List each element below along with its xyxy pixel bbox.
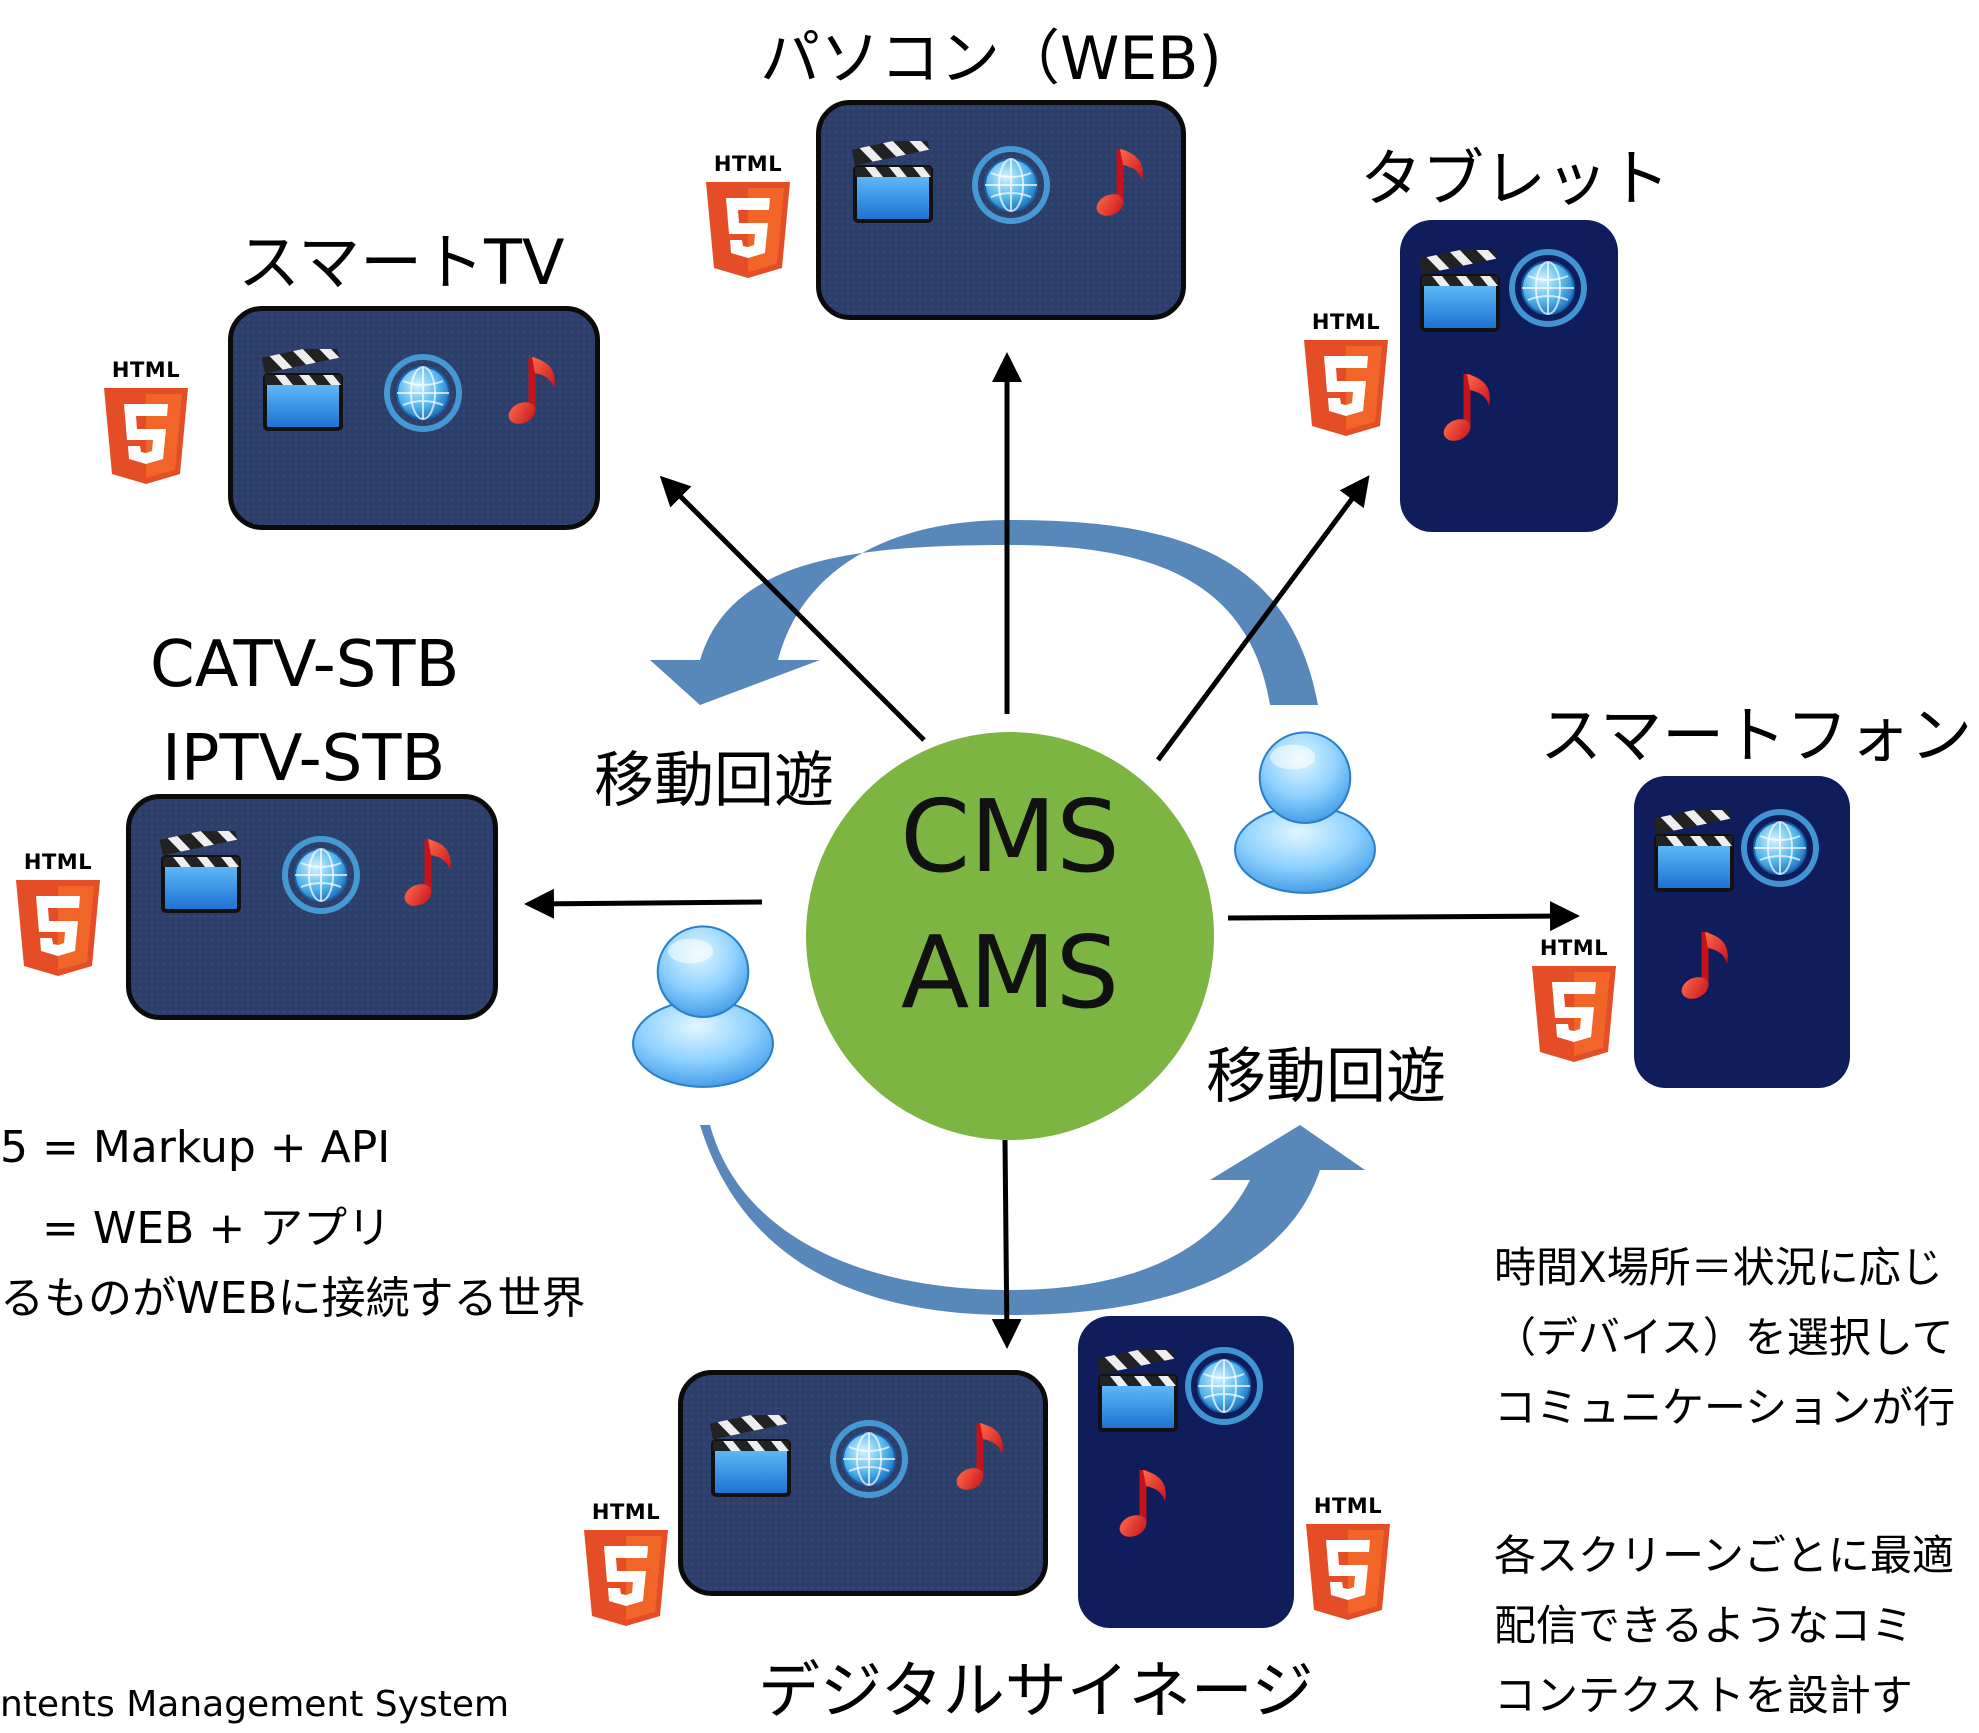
- label-catv-stb: CATV-STB: [150, 628, 460, 702]
- label-signage: デジタルサイネージ: [758, 1654, 1314, 1727]
- globe-sync-icon: [1740, 808, 1820, 888]
- arrow-to-stb: [524, 888, 763, 919]
- pc-screen: [816, 100, 1186, 320]
- stb-screen: [126, 794, 498, 1020]
- html5-logo-icon: HTML: [1528, 936, 1620, 1072]
- context-note-line1: 時間X場所＝状況に応じ: [1494, 1243, 1943, 1292]
- film-clapper-icon: [1418, 250, 1500, 332]
- label-tablet: タブレット: [1360, 142, 1671, 215]
- music-note-icon: [501, 349, 563, 429]
- signage-screen-portrait: [1078, 1316, 1294, 1628]
- film-clapper-icon: [261, 349, 343, 431]
- arrow-to-smartphone: [1227, 901, 1580, 932]
- music-note-icon: [1112, 1462, 1174, 1542]
- curved-arrow-bottom: [700, 1125, 1365, 1315]
- move-label-bottom: 移動回遊: [1206, 1042, 1446, 1112]
- context-note-line3: コミュニケーションが行: [1494, 1383, 1956, 1432]
- film-clapper-icon: [1652, 810, 1734, 892]
- globe-sync-icon: [971, 145, 1051, 225]
- context-note-line2: （デバイス）を選択して: [1494, 1313, 1954, 1362]
- signage-screen-landscape: [678, 1370, 1048, 1596]
- music-note-icon: [397, 831, 459, 911]
- user-icon: [1234, 731, 1376, 894]
- globe-sync-icon: [829, 1419, 909, 1499]
- move-label-top: 移動回遊: [594, 746, 834, 816]
- html5-logo-icon: HTML: [702, 152, 794, 288]
- footer-text: ntents Management System: [0, 1684, 510, 1725]
- music-note-icon: [1436, 366, 1498, 446]
- tablet-screen: [1400, 220, 1618, 532]
- html5-logo-icon: HTML: [1302, 1494, 1394, 1630]
- html5-note-line3: るものがWEBに接続する世界: [0, 1273, 586, 1324]
- html5-note-line1: 5 = Markup + API: [0, 1122, 391, 1173]
- label-smart-tv: スマートTV: [238, 226, 565, 299]
- music-note-icon: [1674, 924, 1736, 1004]
- arrow-to-signage: [991, 1139, 1022, 1349]
- html5-logo-icon: HTML: [100, 358, 192, 494]
- label-iptv-stb: IPTV-STB: [162, 722, 446, 796]
- film-clapper-icon: [851, 141, 933, 223]
- html5-logo-icon: HTML: [580, 1500, 672, 1636]
- film-clapper-icon: [159, 831, 241, 913]
- context-note-line4: 各スクリーンごとに最適: [1494, 1531, 1954, 1580]
- music-note-icon: [949, 1415, 1011, 1495]
- html5-logo-icon: HTML: [12, 850, 104, 986]
- smartphone-screen: [1634, 776, 1850, 1088]
- smart-tv-screen: [228, 306, 600, 530]
- user-icon: [632, 925, 774, 1088]
- curved-arrow-top: [650, 520, 1318, 705]
- music-note-icon: [1089, 141, 1151, 221]
- label-smartphone: スマートフォン: [1540, 699, 1973, 772]
- globe-sync-icon: [1508, 248, 1588, 328]
- hub-label-cms: CMS: [900, 778, 1120, 895]
- film-clapper-icon: [709, 1415, 791, 1497]
- hub-label-ams: AMS: [900, 914, 1120, 1031]
- globe-sync-icon: [281, 835, 361, 915]
- context-note-line6: コンテクストを設計す: [1494, 1671, 1913, 1720]
- globe-sync-icon: [383, 353, 463, 433]
- cms-ams-hub: [806, 732, 1214, 1140]
- label-pc: パソコン（WEB): [760, 24, 1222, 94]
- arrow-to-smarttv: [659, 475, 926, 742]
- html5-logo-icon: HTML: [1300, 310, 1392, 446]
- globe-sync-icon: [1184, 1346, 1264, 1426]
- film-clapper-icon: [1096, 1350, 1178, 1432]
- arrow-to-tablet: [1155, 475, 1370, 762]
- context-note-line5: 配信できるようなコミ: [1494, 1601, 1914, 1650]
- html5-note-line2: = WEB + アプリ: [42, 1203, 392, 1254]
